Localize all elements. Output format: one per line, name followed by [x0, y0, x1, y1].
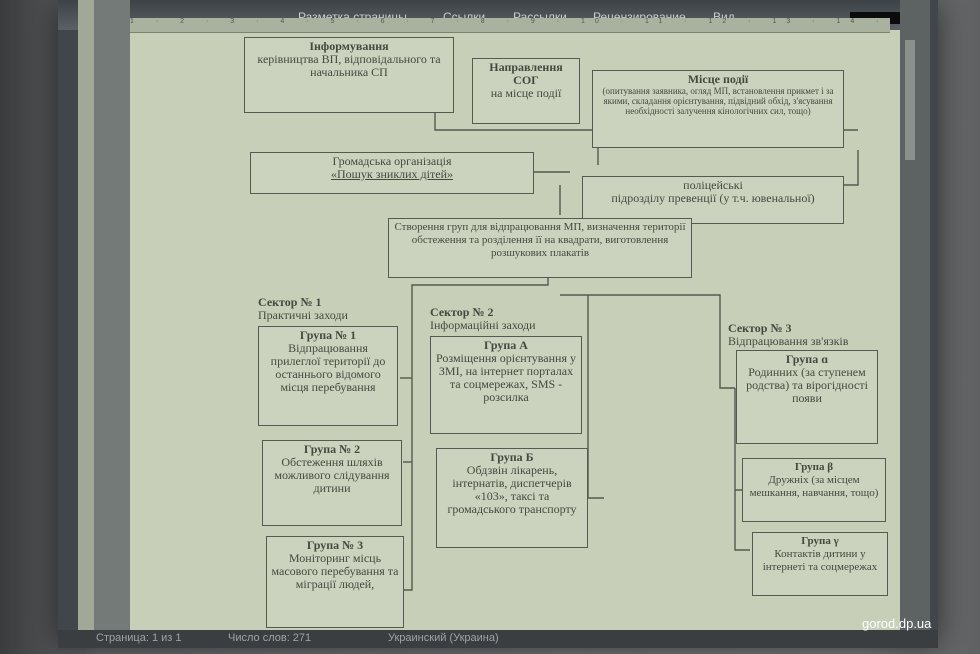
- left-margin-area: [94, 0, 130, 630]
- scrollbar-thumb[interactable]: [905, 40, 915, 160]
- sector-1-label: Сектор № 1 Практичні заходи: [258, 295, 348, 322]
- status-language[interactable]: Украинский (Украина): [388, 632, 499, 644]
- box-sog: Направлення СОГ на місце події: [472, 58, 580, 124]
- box-group-alpha: Група ɑ Родинних (за ступенем родства) т…: [736, 350, 878, 444]
- horizontal-ruler: 1 · 2 · 3 · 4 · 5 · 6 · 7 · 8 · 9 · 10 ·…: [130, 18, 890, 33]
- vertical-ruler: [78, 0, 94, 630]
- box-place: Місце події (опитування заявника, огляд …: [592, 70, 844, 148]
- box-group-b: Група Б Обдзвін лікарень, інтернатів, ди…: [436, 448, 588, 548]
- box-group-2: Група № 2 Обстеження шляхів можливого сл…: [262, 440, 402, 526]
- sector-2-label: Сектор № 2 Інформаційні заходи: [430, 305, 536, 332]
- box-group-beta: Група β Дружніх (за місцем мешкання, нав…: [742, 458, 886, 522]
- status-bar: Страница: 1 из 1 Число слов: 271 Украинс…: [58, 630, 938, 648]
- site-watermark: gorod.dp.ua: [862, 616, 932, 631]
- sector-3-label: Сектор № 3 Відпрацювання зв'язків: [728, 321, 849, 348]
- box-group-gamma: Група γ Контактів дитини у інтернеті та …: [752, 532, 888, 596]
- status-word-count[interactable]: Число слов: 271: [228, 632, 312, 644]
- status-page-count[interactable]: Страница: 1 из 1: [96, 632, 182, 644]
- box-group-3: Група № 3 Моніторинг місць масового пере…: [266, 536, 404, 628]
- box-ngo: Громадська організація «Пошук зниклих ді…: [250, 152, 534, 194]
- box-group-1: Група № 1 Відпрацювання прилеглої терито…: [258, 326, 398, 426]
- box-group-a: Група А Розміщення орієнтування у ЗМІ, н…: [430, 336, 582, 434]
- box-police: поліцейські підрозділу превенції (у т.ч.…: [582, 176, 844, 224]
- box-create-groups: Створення груп для відпрацювання МП, виз…: [388, 218, 692, 278]
- box-inform: Інформування керівництва ВП, відповідаль…: [244, 37, 454, 113]
